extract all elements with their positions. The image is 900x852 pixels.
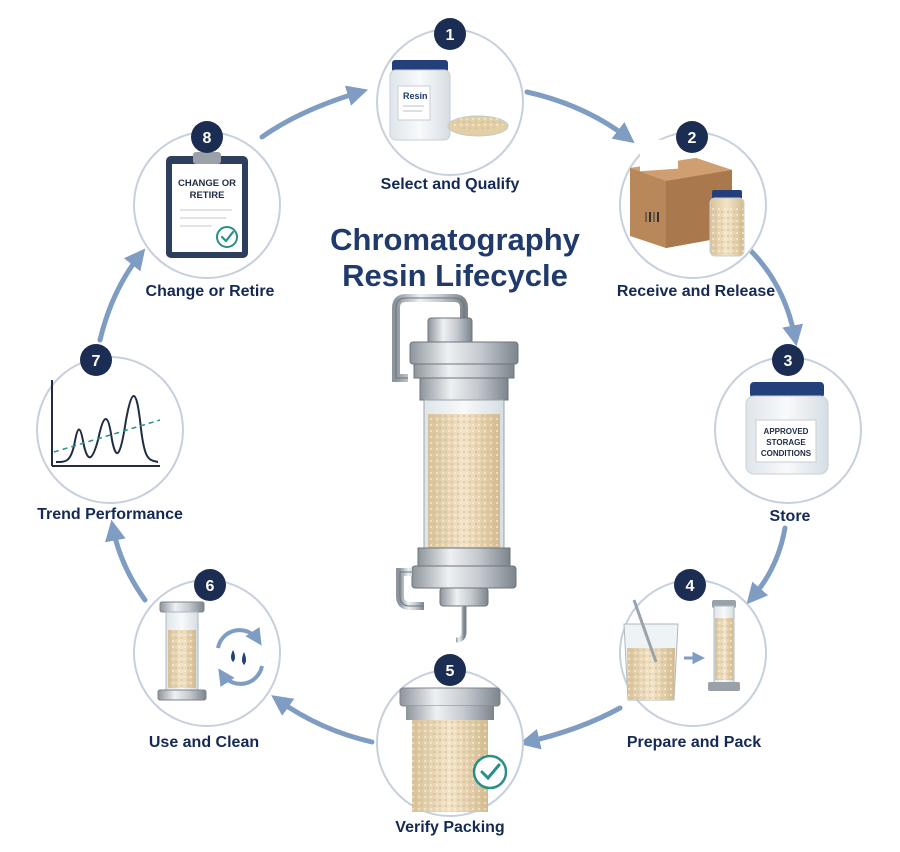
svg-text:7: 7 bbox=[92, 353, 101, 370]
column-cleaning-cycle-icon bbox=[157, 601, 264, 701]
central-column-illustration bbox=[392, 294, 521, 643]
step-3-node: APPROVED STORAGE CONDITIONS bbox=[714, 356, 862, 504]
step-2-badge: 2 bbox=[676, 121, 708, 153]
resin-jar-and-dish-icon: Resin bbox=[389, 60, 509, 141]
clipboard-line-2: RETIRE bbox=[190, 190, 225, 201]
step-4-label: Prepare and Pack bbox=[626, 734, 762, 751]
step-8-label: Change or Retire bbox=[145, 283, 275, 300]
storage-label-line-2: STORAGE bbox=[766, 438, 806, 447]
step-1-node: Resin bbox=[376, 28, 524, 176]
step-5-badge: 5 bbox=[434, 654, 466, 686]
step-7-node bbox=[36, 356, 184, 504]
step-5-label: Verify Packing bbox=[395, 819, 505, 836]
resin-jar-label: Resin bbox=[403, 91, 428, 101]
step-5-node bbox=[376, 669, 524, 817]
diagram-title-line-2: Resin Lifecycle bbox=[342, 258, 568, 293]
storage-label-line-3: CONDITIONS bbox=[761, 449, 812, 458]
step-8-node: CHANGE OR RETIRE bbox=[133, 131, 281, 279]
packed-column-check-icon bbox=[399, 687, 508, 812]
step-7-label: Trend Performance bbox=[37, 506, 183, 523]
storage-jar-icon: APPROVED STORAGE CONDITIONS bbox=[745, 382, 829, 475]
clipboard-check-icon: CHANGE OR RETIRE bbox=[166, 152, 248, 258]
clipboard-line-1: CHANGE OR bbox=[178, 178, 236, 189]
step-1-badge: 1 bbox=[434, 18, 466, 50]
step-7-badge: 7 bbox=[80, 344, 112, 376]
svg-text:3: 3 bbox=[784, 353, 793, 370]
svg-text:4: 4 bbox=[686, 578, 695, 595]
step-8-badge: 8 bbox=[191, 121, 223, 153]
diagram-title-line-1: Chromatography bbox=[330, 222, 580, 257]
svg-text:5: 5 bbox=[446, 663, 455, 680]
step-3-label: Store bbox=[769, 508, 811, 525]
step-badges: 1 2 3 4 5 6 7 8 bbox=[80, 18, 804, 686]
step-4-node bbox=[619, 579, 767, 727]
svg-text:8: 8 bbox=[203, 130, 212, 147]
step-6-label: Use and Clean bbox=[148, 734, 260, 751]
step-1-label: Select and Qualify bbox=[380, 176, 520, 193]
beaker-to-column-icon bbox=[623, 599, 740, 701]
step-6-badge: 6 bbox=[194, 569, 226, 601]
shipping-box-and-bottle-icon bbox=[630, 138, 745, 257]
storage-label-line-1: APPROVED bbox=[764, 427, 809, 436]
svg-text:2: 2 bbox=[688, 130, 697, 147]
svg-text:6: 6 bbox=[206, 578, 215, 595]
step-4-badge: 4 bbox=[674, 569, 706, 601]
step-3-badge: 3 bbox=[772, 344, 804, 376]
cycle-arrows bbox=[97, 85, 803, 750]
step-2-node bbox=[619, 131, 767, 279]
step-6-node bbox=[133, 579, 281, 727]
chromatogram-trend-icon bbox=[51, 380, 161, 467]
svg-text:1: 1 bbox=[446, 27, 455, 44]
step-2-label: Receive and Release bbox=[616, 283, 776, 300]
